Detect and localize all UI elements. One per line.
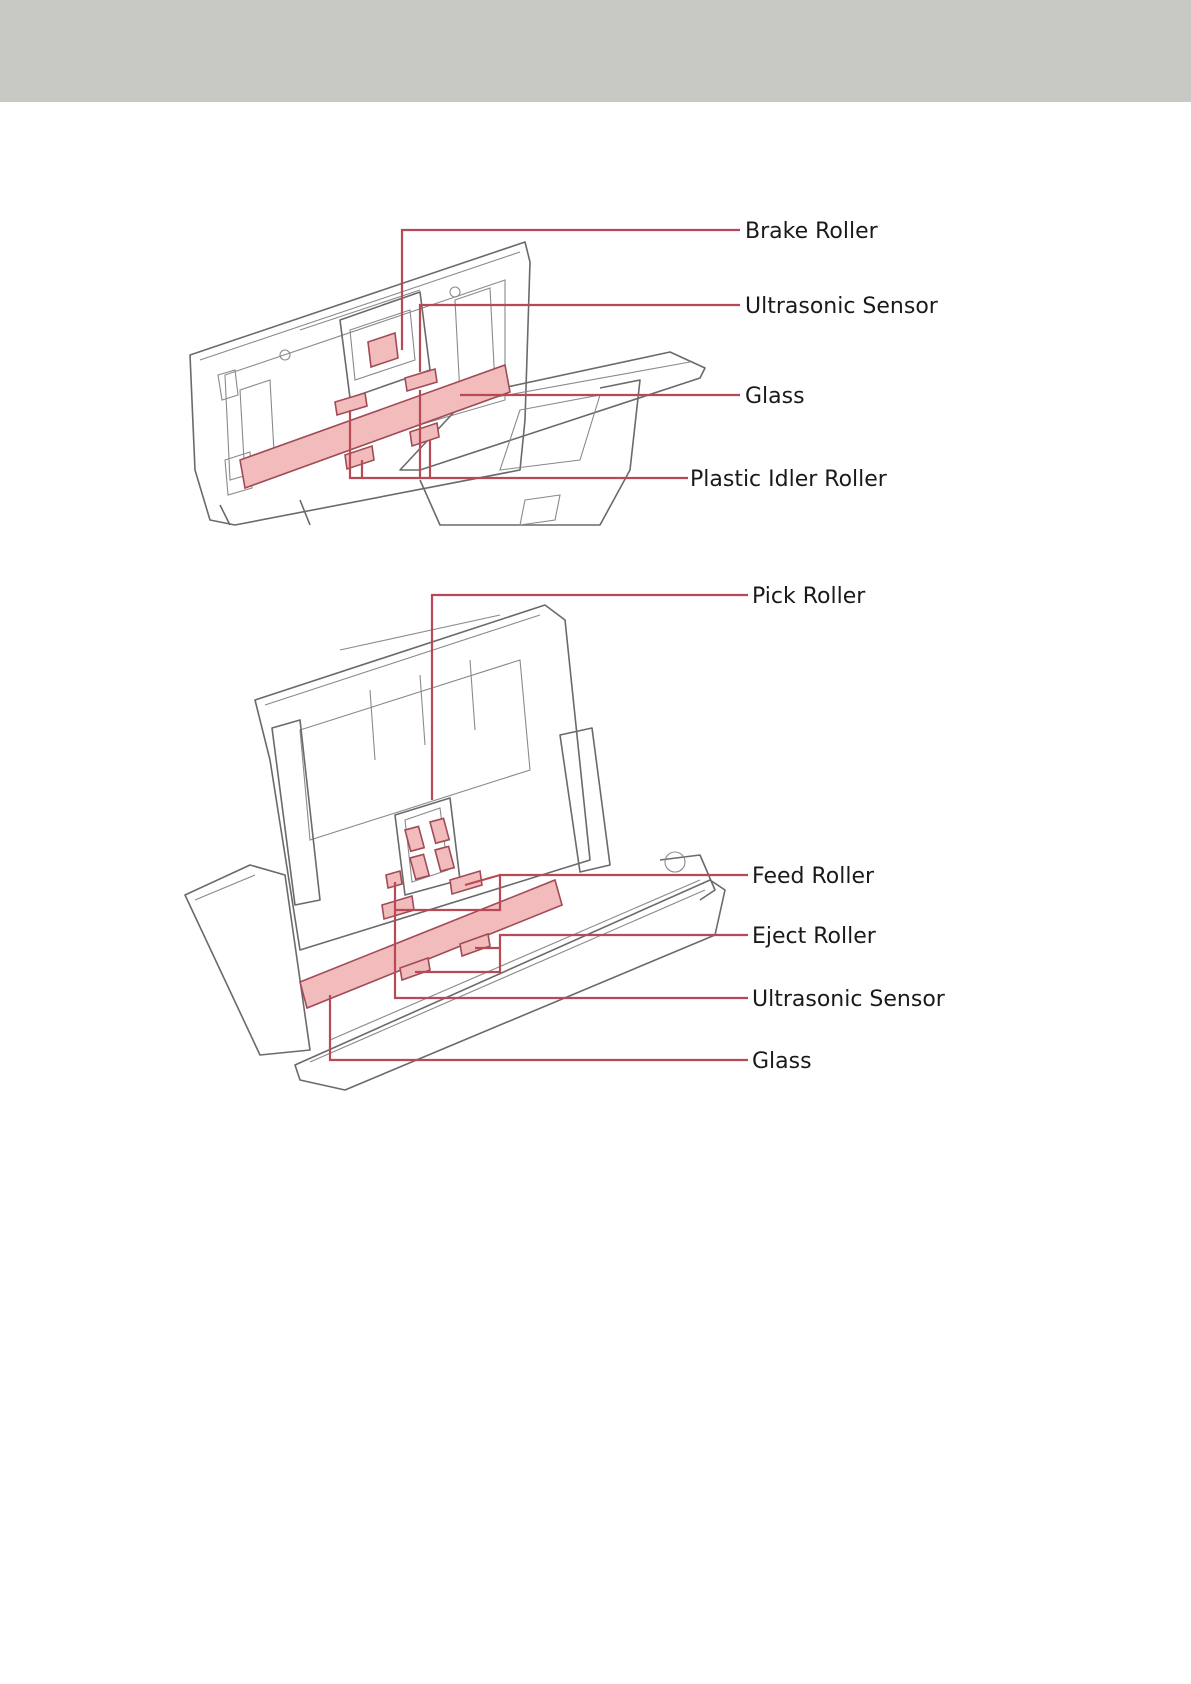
label-plastic-idler-roller: Plastic Idler Roller [690,467,888,492]
label-glass-bottom: Glass [752,1049,812,1074]
label-glass-top: Glass [745,384,805,409]
top-illustration: Brake Roller Ultrasonic Sensor Glass Pla… [190,219,939,525]
bottom-pick-roller-2 [430,818,449,843]
bottom-pick-roller-3 [410,854,429,879]
bottom-illustration: Pick Roller Feed Roller Eject Roller Ult… [185,584,946,1090]
label-pick-roller: Pick Roller [752,584,866,609]
bottom-left-wing [272,720,320,905]
top-glass [240,365,510,488]
label-feed-roller: Feed Roller [752,864,875,889]
bottom-pick-roller-4 [435,846,454,871]
bottom-right-wing [560,728,610,872]
label-brake-roller: Brake Roller [745,219,879,244]
top-ultrasonic-sensor-right [405,369,437,391]
label-ultrasonic-sensor-bottom: Ultrasonic Sensor [752,987,946,1012]
top-brake-roller [368,333,398,367]
label-eject-roller: Eject Roller [752,924,877,949]
label-ultrasonic-sensor-top: Ultrasonic Sensor [745,294,939,319]
bottom-glass [300,880,562,1008]
